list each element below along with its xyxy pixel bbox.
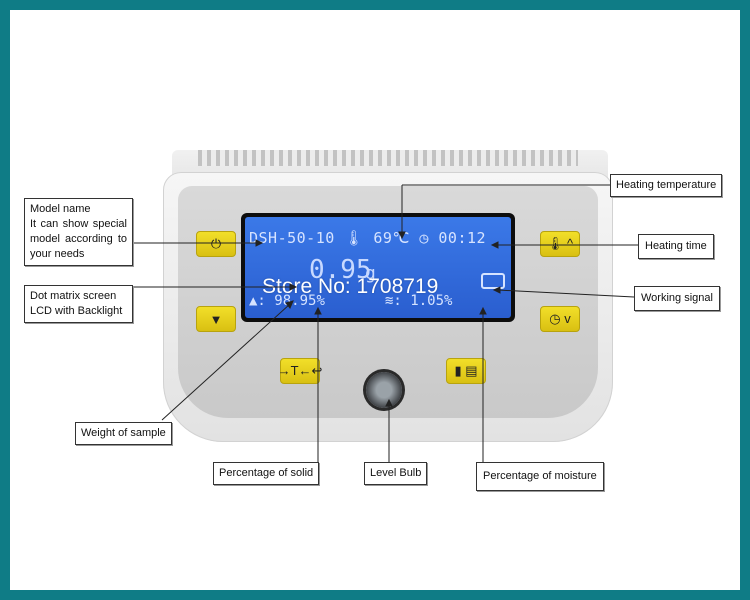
callout-working-signal: Working signal xyxy=(634,286,720,311)
thermometer-up-icon: 🌡 ^ xyxy=(546,236,574,251)
lcd-status-line: DSH-50-10 🌡 69℃ ◷ 00:12 xyxy=(249,229,486,247)
callout-model-name-desc: It can show special model according to y… xyxy=(30,218,127,260)
lcd-time: 00:12 xyxy=(438,229,487,247)
print-icon: ▮ ▤ xyxy=(454,363,478,378)
down-button[interactable]: ▼ xyxy=(196,306,236,332)
power-icon: ⏻ xyxy=(210,236,222,251)
print-button[interactable]: ▮ ▤ xyxy=(446,358,486,384)
lcd-weight: 0.95 xyxy=(309,255,372,285)
lcd-weight-unit: g xyxy=(365,263,376,284)
callout-model-name-title: Model name xyxy=(30,203,91,215)
temperature-up-button[interactable]: 🌡 ^ xyxy=(540,231,580,257)
callout-dot-matrix: Dot matrix screen LCD with Backlight xyxy=(24,285,133,323)
clock-down-icon: ◷ v xyxy=(549,311,571,326)
callout-heating-temperature: Heating temperature xyxy=(610,174,723,197)
callout-heating-time: Heating time xyxy=(638,234,714,259)
lcd-screen: DSH-50-10 🌡 69℃ ◷ 00:12 0.95 g ▲: 98.95%… xyxy=(245,217,511,318)
lcd-temperature: 69℃ xyxy=(373,229,410,247)
callout-dot-matrix-line2: LCD with Backlight xyxy=(30,305,123,317)
power-button[interactable]: ⏻ xyxy=(196,231,236,257)
callout-percentage-of-moisture: Percentage of moisture xyxy=(476,462,604,491)
store-watermark: Store No: 1708719 xyxy=(262,275,439,298)
down-arrow-icon: ▼ xyxy=(209,311,223,327)
callout-dot-matrix-line1: Dot matrix screen xyxy=(30,290,117,302)
callout-level-bulb: Level Bulb xyxy=(364,462,428,485)
level-bulb xyxy=(366,372,402,408)
working-signal-icon xyxy=(481,273,505,289)
tare-icon: →T←↩ xyxy=(277,363,323,378)
tare-button[interactable]: →T←↩ xyxy=(277,358,323,384)
callout-model-name: Model name It can show special model acc… xyxy=(24,198,133,266)
lcd-model: DSH-50-10 xyxy=(249,229,335,247)
lcd-moisture-percent: 1.05% xyxy=(410,293,453,309)
lcd-moisture-readout: ≋: 1.05% xyxy=(385,293,452,309)
callout-weight-of-sample: Weight of sample xyxy=(75,422,172,445)
time-down-button[interactable]: ◷ v xyxy=(540,306,580,332)
vent-grille xyxy=(198,150,578,166)
clock-icon: ◷ xyxy=(419,229,429,247)
thermometer-icon: 🌡 xyxy=(344,229,364,247)
moisture-icon: ≋: xyxy=(385,293,402,309)
callout-percentage-of-solid: Percentage of solid xyxy=(213,462,320,485)
